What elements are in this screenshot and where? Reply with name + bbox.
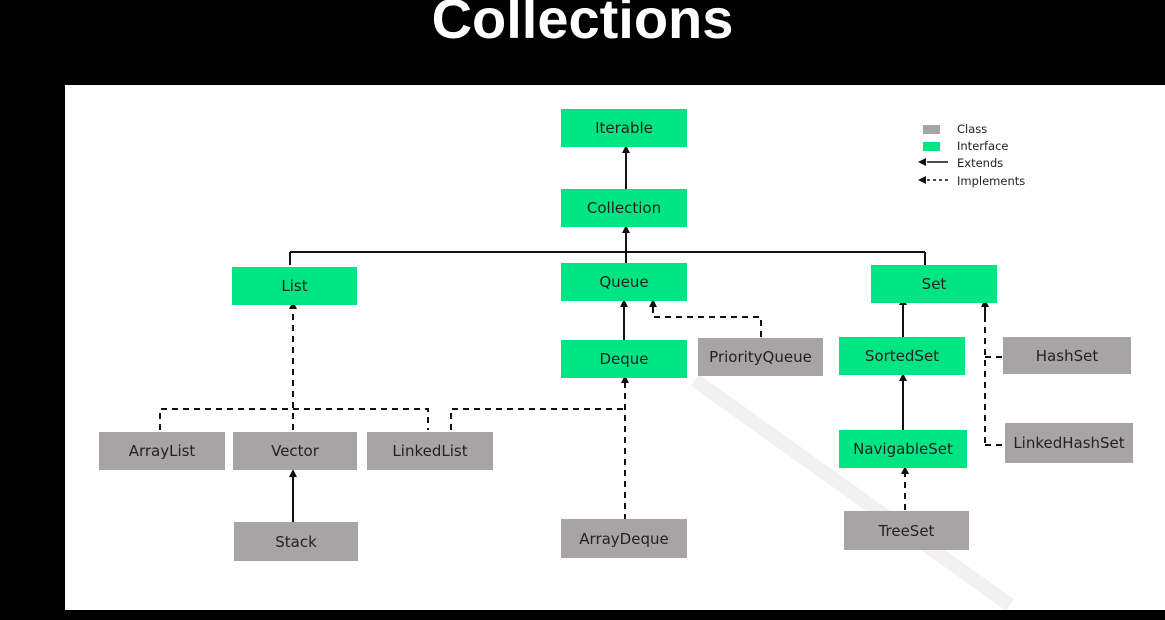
page-title: Collections (431, 0, 734, 50)
node-deque: Deque (561, 340, 687, 378)
background-streak (690, 374, 1015, 610)
node-collection: Collection (561, 189, 687, 227)
node-sortedset: SortedSet (839, 337, 965, 375)
node-list: List (232, 267, 357, 305)
node-iterable: Iterable (561, 109, 687, 147)
edge-deque-impl-bracket (450, 408, 625, 430)
connector-lines (159, 145, 1015, 610)
legend-interface-swatch (923, 141, 940, 151)
legend-extends-label: Extends (957, 156, 1004, 170)
legend-extends: Extends (923, 156, 1003, 170)
legend-interface-label: Interface (957, 139, 1009, 153)
legend-class-label: Class (957, 122, 988, 136)
legend-class: Class (923, 122, 987, 136)
edge-priorityqueue-queue (649, 299, 762, 337)
legend-interface: Interface (923, 139, 1009, 153)
node-queue: Queue (561, 263, 687, 301)
node-arraydeque: ArrayDeque (561, 519, 687, 558)
node-stack: Stack (234, 522, 358, 561)
legend-extends-arrowhead (918, 158, 926, 166)
node-navigableset: NavigableSet (839, 430, 967, 468)
edge-list-impl-bracket (159, 408, 429, 430)
node-hashset: HashSet (1003, 337, 1131, 374)
legend-class-swatch (923, 124, 940, 134)
node-vector: Vector (233, 432, 357, 470)
node-priorityqueue: PriorityQueue (698, 338, 823, 376)
node-treeset: TreeSet (844, 511, 969, 550)
legend-implements: Implements (923, 174, 1025, 188)
diagram-canvas: Class Interface Extends Implements Itera… (65, 85, 1165, 610)
node-linkedhashset: LinkedHashSet (1005, 423, 1133, 463)
node-set: Set (871, 265, 997, 303)
legend-implements-label: Implements (957, 174, 1026, 188)
node-arraylist: ArrayList (99, 432, 225, 470)
legend-implements-arrowhead (918, 176, 926, 184)
node-linkedlist: LinkedList (367, 432, 493, 470)
